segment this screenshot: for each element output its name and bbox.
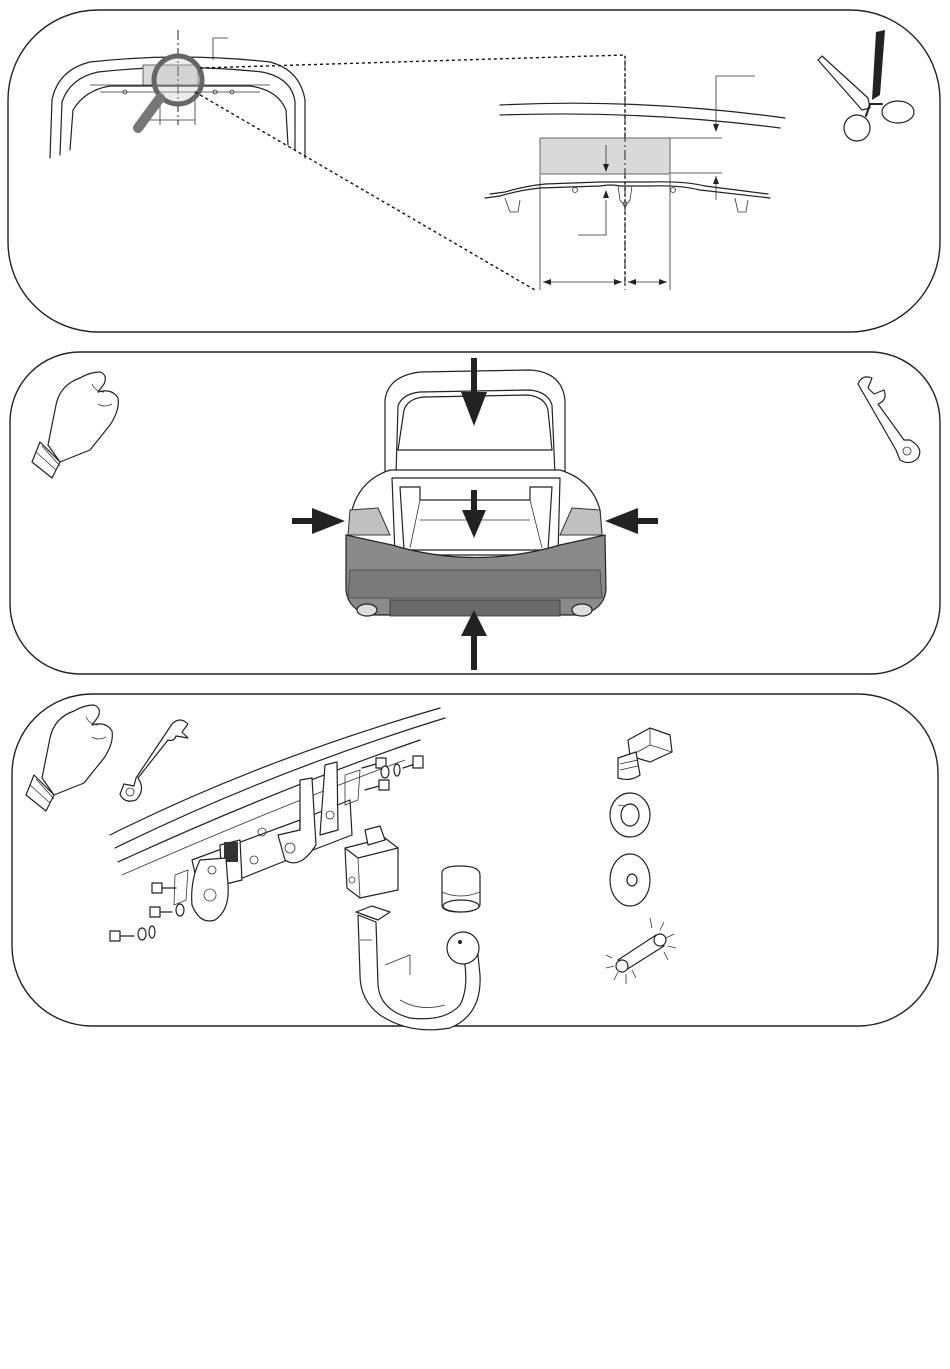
flat-washer-icon: [610, 854, 650, 906]
panel-2: [10, 352, 940, 674]
panel-1: [8, 10, 940, 332]
spring-washer-icon: [610, 793, 650, 837]
panel-3: [12, 694, 938, 1030]
panel-1-frame: [8, 10, 940, 332]
towball-cap: [442, 866, 480, 912]
